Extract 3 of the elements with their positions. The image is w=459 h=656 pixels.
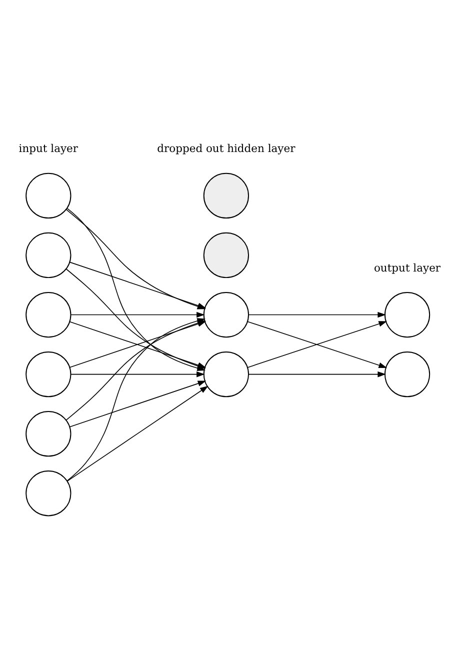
label: output layer: [374, 261, 441, 274]
label: dropped out hidden layer: [157, 142, 296, 156]
label: input layer: [18, 142, 78, 156]
